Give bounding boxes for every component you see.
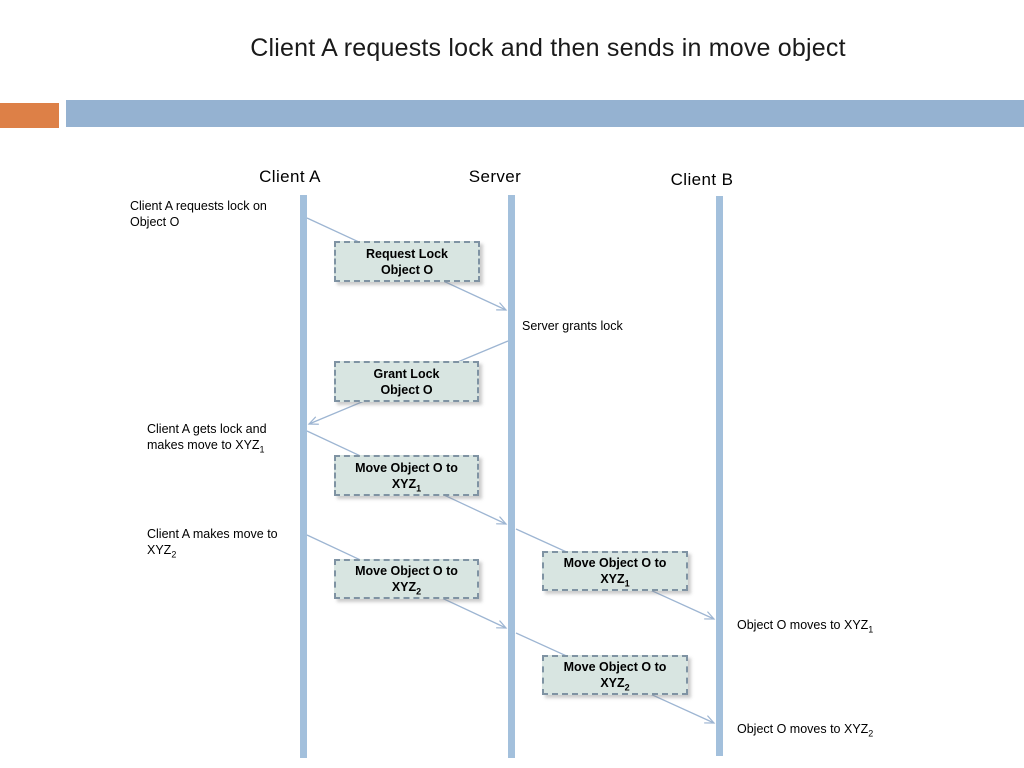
- message-box-text: Grant Lock: [373, 366, 440, 381]
- slide-title: Client A requests lock and then sends in…: [250, 34, 846, 62]
- message-box-move-xyz1-client-a: Move Object O to XYZ1: [334, 455, 479, 496]
- annotation-client-a-makes-move: Client A makes move to XYZ2: [147, 527, 278, 559]
- annotation-server-grants-lock: Server grants lock: [522, 319, 623, 335]
- message-box-text: Move Object O to: [563, 556, 667, 570]
- lifeline-label-client-a: Client A: [259, 167, 321, 186]
- annotation-line: makes move to XYZ1: [147, 437, 265, 454]
- lifeline-label-server: Server: [468, 167, 522, 186]
- annotation-client-a-requests-lock: Client A requests lock on Object O: [130, 199, 267, 230]
- annotation-line: Server grants lock: [522, 319, 623, 333]
- annotation-line: Client A makes move to: [147, 527, 278, 541]
- lifeline-server: [508, 195, 515, 758]
- message-box-text: Move Object O to: [355, 460, 458, 475]
- message-box-grant-lock: Grant Lock Object O: [334, 361, 479, 402]
- message-box-text: XYZ2: [391, 580, 422, 597]
- message-box-text: Object O: [380, 262, 434, 277]
- message-box-text: Request Lock: [366, 246, 448, 261]
- annotation-line: Object O moves to XYZ1: [737, 618, 874, 635]
- message-box-text: XYZ2: [600, 676, 630, 693]
- annotation-object-moves-xyz1: Object O moves to XYZ1: [737, 618, 873, 634]
- message-box-text: XYZ1: [600, 572, 630, 589]
- lifeline-label-client-b: Client B: [670, 170, 734, 189]
- annotation-object-moves-xyz2: Object O moves to XYZ2: [737, 722, 873, 738]
- annotation-client-a-gets-lock: Client A gets lock and makes move to XYZ…: [147, 422, 267, 454]
- message-box-text: Object O: [380, 382, 433, 397]
- accent-bar-orange: [0, 103, 59, 128]
- message-box-move-xyz2-client-b: Move Object O to XYZ2: [542, 655, 688, 695]
- message-box-move-xyz2-client-a: Move Object O to XYZ2: [334, 559, 479, 599]
- annotation-line: Object O: [130, 214, 180, 229]
- annotation-line: XYZ2: [147, 542, 177, 559]
- message-box-request-lock: Request Lock Object O: [334, 241, 480, 282]
- message-box-text: Move Object O to: [355, 564, 458, 578]
- lifeline-client-b: [716, 196, 723, 756]
- message-box-move-xyz1-client-b: Move Object O to XYZ1: [542, 551, 688, 591]
- annotation-line: Client A requests lock on: [130, 199, 267, 213]
- annotation-line: Object O moves to XYZ2: [737, 722, 874, 739]
- lifeline-client-a: [300, 195, 307, 758]
- accent-bar-blue: [66, 100, 1024, 127]
- annotation-line: Client A gets lock and: [147, 422, 267, 436]
- message-box-text: Move Object O to: [563, 660, 667, 674]
- message-box-text: XYZ1: [391, 476, 422, 493]
